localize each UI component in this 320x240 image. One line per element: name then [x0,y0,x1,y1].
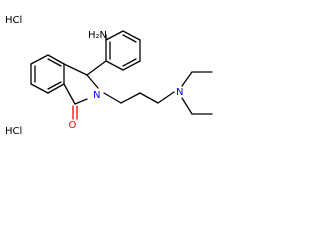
fused-benzene-ring [30,54,65,94]
carbonyl-group [72,105,78,120]
aminophenyl-ring [86,30,141,76]
carbonyl-oxygen-label: O [69,120,77,131]
propyl-chain [103,91,175,104]
chemical-structure-diagram: HCl HCl O N [5,15,213,137]
hcl-label-bottom: HCl [5,126,22,137]
tertiary-nitrogen-label: N [176,87,183,98]
ring-nitrogen-label: N [93,90,100,101]
hcl-label-top: HCl [5,15,22,26]
diethyl-groups [181,71,213,115]
lactam-ring [63,63,99,105]
amine-label: H₂N [88,30,107,41]
